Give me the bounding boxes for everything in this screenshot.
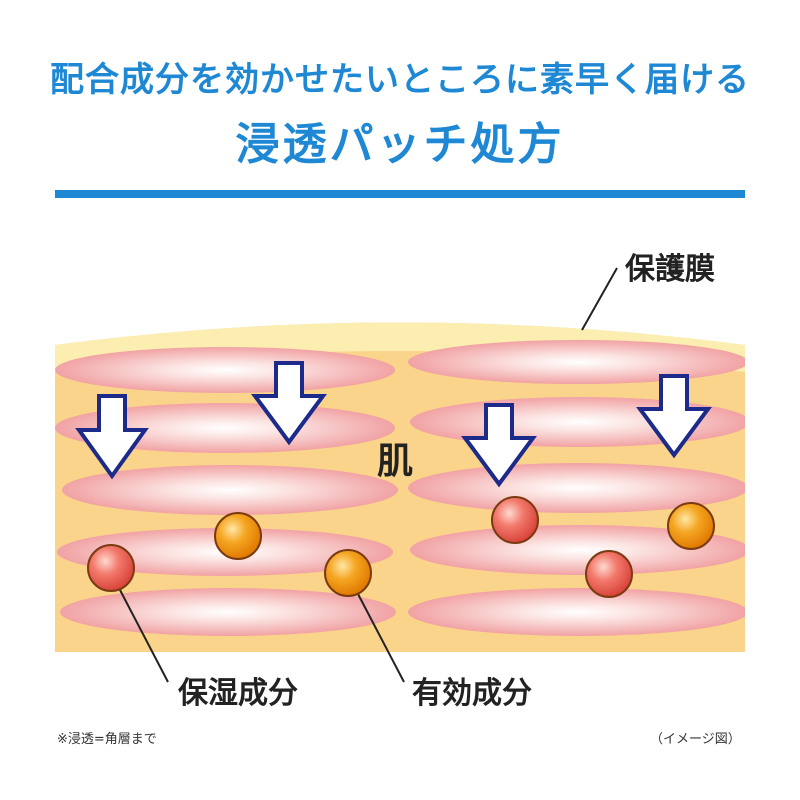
- particle-icon: [324, 549, 372, 597]
- active-particles: [214, 502, 715, 597]
- skin-cell: [60, 588, 396, 636]
- particle-icon: [214, 512, 262, 560]
- particle-icon: [667, 502, 715, 550]
- particle-icon: [491, 496, 539, 544]
- label-skin: 肌: [377, 441, 414, 482]
- moisturizing-particles: [87, 496, 633, 598]
- particle-icon: [87, 544, 135, 592]
- leader-line-moisturizing: [119, 589, 169, 683]
- down-arrow-icon: [636, 374, 712, 459]
- down-arrow-icon: [75, 394, 149, 480]
- headline-subtitle: 配合成分を効かせたいところに素早く届ける: [50, 60, 750, 100]
- down-arrow-icon: [461, 403, 537, 488]
- leader-line-active: [357, 593, 405, 683]
- skin-cell: [408, 340, 745, 384]
- skin-cell: [410, 525, 745, 575]
- headline-title: 浸透パッチ処方: [235, 119, 565, 170]
- label-protective-membrane: 保護膜: [625, 252, 715, 287]
- footnote: ※浸透=角層まで: [57, 732, 157, 747]
- image-note: （イメージ図）: [650, 732, 741, 747]
- penetration-arrows: [75, 361, 712, 488]
- label-active-ingredient: 有効成分: [412, 676, 532, 711]
- skin-cell: [408, 588, 745, 636]
- particle-icon: [585, 550, 633, 598]
- down-arrow-icon: [251, 361, 327, 446]
- divider: [55, 190, 745, 198]
- skin-cells: [55, 340, 745, 636]
- protective-membrane: [55, 322, 745, 372]
- skin-cell: [55, 347, 395, 393]
- leader-line-membrane: [581, 267, 618, 331]
- skin-cell: [62, 465, 398, 515]
- label-moisturizing-ingredient: 保湿成分: [178, 676, 298, 711]
- leader-lines: [119, 267, 618, 683]
